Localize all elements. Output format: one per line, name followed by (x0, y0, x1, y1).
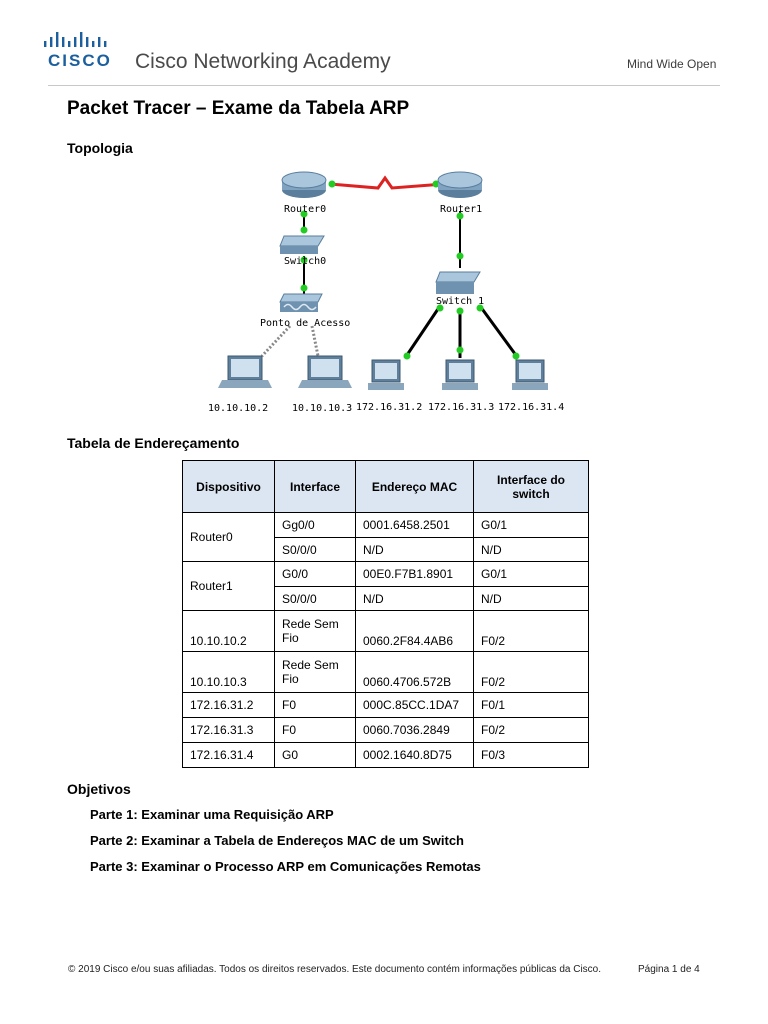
tagline: Mind Wide Open (627, 57, 717, 71)
switch-interface-cell: N/D (473, 537, 589, 562)
column-header: Dispositivo (182, 460, 275, 513)
interface-cell: G0/0 (274, 561, 356, 587)
table-row: 10.10.10.3 Rede Sem Fio 0060.4706.572B F… (182, 651, 589, 693)
switch-interface-cell: G0/1 (473, 512, 589, 538)
mac-cell: 00E0.F7B1.8901 (355, 561, 474, 587)
router0-icon (281, 171, 327, 198)
router0-label: Router0 (284, 204, 326, 215)
page-number: Página 1 de 4 (638, 964, 700, 975)
objective-item: Parte 3: Examinar o Processo ARP em Comu… (90, 859, 481, 874)
objective-item: Parte 1: Examinar uma Requisição ARP (90, 807, 334, 822)
interface-cell: F0 (274, 717, 356, 743)
section-topology-heading: Topologia (67, 140, 133, 156)
mac-cell: 0001.6458.2501 (355, 512, 474, 538)
mac-cell: 0060.4706.572B (355, 651, 474, 693)
switch1-label: Switch 1 (436, 296, 484, 307)
cisco-logo-icon (44, 32, 107, 47)
column-header: Interface (274, 460, 356, 513)
serial-link (329, 175, 445, 190)
switch0-label: Switch0 (284, 256, 326, 267)
network-topology-diagram: Router0 Router1 Switch0 Ponto de Acesso … (208, 171, 564, 414)
access-point-label: Ponto de Acesso (260, 318, 350, 329)
table-row: 172.16.31.4 G0 0002.1640.8D75 F0/3 (182, 742, 589, 768)
router1-label: Router1 (440, 204, 482, 215)
section-addressing-heading: Tabela de Endereçamento (67, 435, 240, 451)
interface-cell: Rede Sem Fio (274, 651, 356, 693)
device-cell: Router1 (182, 561, 275, 611)
table-row: S0/0/0 N/D N/D (183, 537, 589, 562)
device-cell: 10.10.10.2 (182, 610, 275, 652)
mac-cell: 0060.2F84.4AB6 (355, 610, 474, 652)
interface-cell: G0 (274, 742, 356, 768)
link-sw1-h5 (478, 305, 520, 359)
device-cell: 172.16.31.3 (182, 717, 275, 743)
device-cell: 172.16.31.2 (182, 692, 275, 718)
host-label: 172.16.31.2 (356, 402, 422, 413)
table-row: 172.16.31.3 F0 0060.7036.2849 F0/2 (182, 717, 589, 743)
table-header-row: Dispositivo Interface Endereço MAC Inter… (182, 460, 589, 513)
switch-interface-cell: F0/3 (473, 742, 589, 768)
mac-cell: N/D (355, 537, 474, 562)
mac-cell: N/D (355, 586, 474, 611)
switch-interface-cell: G0/1 (473, 561, 589, 587)
host-label: 172.16.31.3 (428, 402, 494, 413)
page-title: Packet Tracer – Exame da Tabela ARP (67, 98, 410, 119)
laptop-icon (218, 355, 272, 388)
switch-interface-cell: F0/2 (473, 717, 589, 743)
pc-icon (512, 359, 548, 390)
link-status-dots (300, 180, 520, 360)
router1-icon (437, 171, 483, 198)
mac-cell: 000C.85CC.1DA7 (355, 692, 474, 718)
interface-cell: S0/0/0 (274, 586, 356, 611)
host-label: 10.10.10.2 (208, 403, 268, 414)
pc-icon (442, 359, 478, 390)
host-label: 172.16.31.4 (498, 402, 564, 413)
interface-cell: Rede Sem Fio (274, 610, 356, 652)
interface-cell: F0 (274, 692, 356, 718)
mac-cell: 0060.7036.2849 (355, 717, 474, 743)
copyright-notice: © 2019 Cisco e/ou suas afiliadas. Todos … (68, 964, 602, 975)
link-sw1-h3 (403, 305, 442, 359)
laptop-icon (298, 355, 352, 388)
table-row: Router1 G0/0 00E0.F7B1.8901 G0/1 (182, 561, 589, 611)
wireless-link-1 (260, 324, 292, 358)
pc-icon (368, 359, 404, 390)
switch1-icon (435, 271, 481, 294)
device-cell: 10.10.10.3 (182, 651, 275, 693)
access-point-icon (279, 293, 323, 312)
cisco-wordmark: CISCO (48, 51, 112, 70)
switch0-icon (279, 235, 325, 254)
switch-interface-cell: F0/1 (473, 692, 589, 718)
wireless-link-2 (310, 325, 320, 357)
switch-interface-cell: N/D (473, 586, 589, 611)
interface-cell: S0/0/0 (274, 537, 356, 562)
table-row: 172.16.31.2 F0 000C.85CC.1DA7 F0/1 (182, 692, 589, 718)
table-row: Router0 Gg0/0 0001.6458.2501 G0/1 (182, 512, 589, 562)
column-header: Interface do switch (473, 460, 589, 513)
device-cell: Router0 (182, 512, 275, 562)
objective-item: Parte 2: Examinar a Tabela de Endereços … (90, 833, 464, 848)
switch-interface-cell: F0/2 (473, 610, 589, 652)
table-row: S0/0/0 N/D N/D (183, 586, 589, 611)
document-header: CISCO Cisco Networking Academy Mind Wide… (0, 0, 768, 90)
addressing-table: Dispositivo Interface Endereço MAC Inter… (182, 460, 589, 768)
mac-cell: 0002.1640.8D75 (355, 742, 474, 768)
header-divider (48, 85, 720, 86)
interface-cell: Gg0/0 (274, 512, 356, 538)
table-row: 10.10.10.2 Rede Sem Fio 0060.2F84.4AB6 F… (182, 610, 589, 652)
device-cell: 172.16.31.4 (182, 742, 275, 768)
section-objectives-heading: Objetivos (67, 781, 131, 797)
academy-name: Cisco Networking Academy (135, 50, 391, 73)
host-label: 10.10.10.3 (292, 403, 352, 414)
column-header: Endereço MAC (355, 460, 474, 513)
switch-interface-cell: F0/2 (473, 651, 589, 693)
